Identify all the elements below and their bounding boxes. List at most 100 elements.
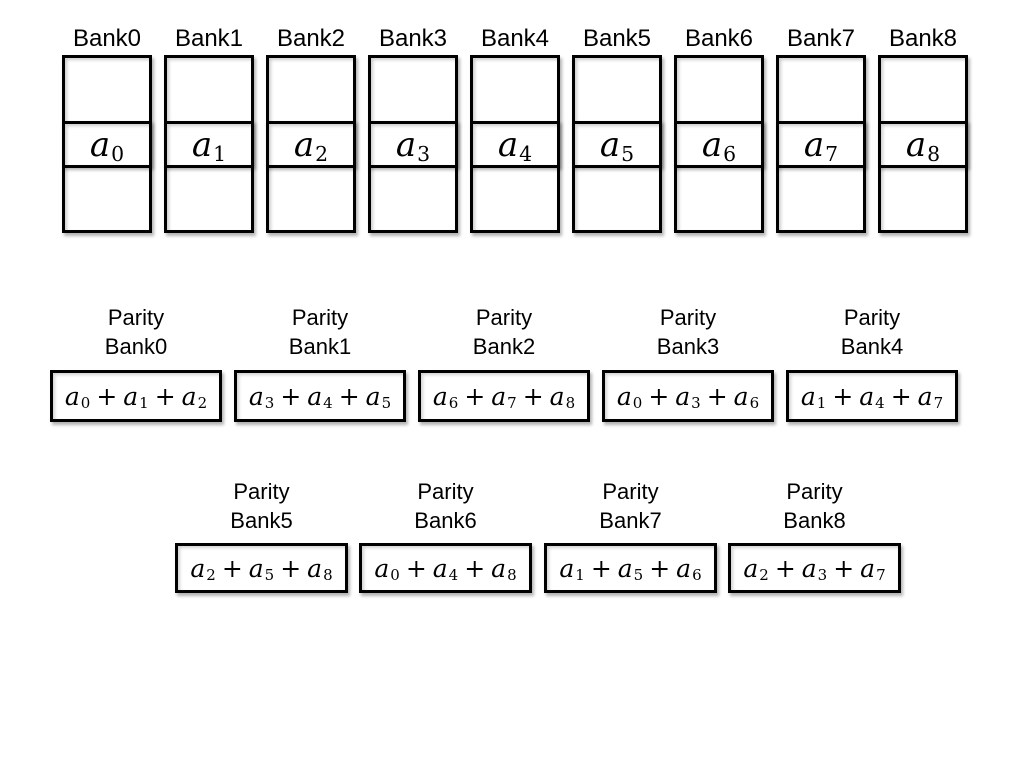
bank-box: a7: [776, 55, 866, 233]
math-base: a: [675, 381, 691, 411]
memory-bank: Bank4 a4: [470, 0, 560, 240]
plus-operator: +: [833, 553, 855, 583]
math-base: a: [617, 553, 633, 583]
parity-sum-expression: a1+a4+a7: [800, 381, 943, 413]
parity-box: a0+a4+a8: [359, 543, 532, 593]
plus-operator: +: [338, 381, 360, 411]
bank-label: Bank8: [888, 25, 958, 52]
parity-bank: Parity Bank8 a2+a3+a7: [728, 0, 901, 593]
bank-value-term: a7: [803, 124, 838, 166]
bank-label: Bank6: [684, 25, 754, 52]
math-subscript: 7: [507, 394, 517, 413]
math-subscript: 0: [390, 566, 400, 585]
math-subscript: 4: [519, 141, 533, 166]
parity-label-line1: Parity: [107, 305, 165, 330]
parity-label-line1: Parity: [659, 305, 717, 330]
math-subscript: 2: [315, 141, 329, 166]
parity-bank: Parity Bank1 a3+a4+a5: [234, 0, 406, 422]
bank-box: a1: [164, 55, 254, 233]
math-subscript: 6: [749, 394, 760, 413]
plus-operator: +: [522, 381, 544, 411]
bank-cell-value: a3: [368, 121, 458, 168]
math-base: a: [248, 381, 264, 411]
math-base: a: [374, 553, 390, 583]
parity-bank: Parity Bank5 a2+a5+a8: [175, 0, 348, 593]
memory-bank: Bank5 a5: [572, 0, 662, 240]
math-base: a: [365, 381, 381, 411]
math-base: a: [599, 124, 621, 165]
plus-operator: +: [774, 553, 796, 583]
math-subscript: 6: [723, 141, 737, 166]
math-base: a: [432, 381, 448, 411]
parity-bank-label: Parity Bank1: [234, 303, 406, 361]
parity-label-line1: Parity: [291, 305, 349, 330]
bank-label: Bank4: [480, 25, 550, 52]
parity-bank-label: Parity Bank5: [175, 477, 348, 535]
math-subscript: 3: [691, 394, 701, 413]
bank-label: Bank3: [378, 25, 448, 52]
bank-cell-value: a6: [674, 121, 764, 168]
parity-bank-label: Parity Bank4: [786, 303, 958, 361]
bank-box: a2: [266, 55, 356, 233]
math-subscript: 5: [633, 566, 644, 585]
math-subscript: 4: [448, 566, 459, 585]
memory-bank: Bank7 a7: [776, 0, 866, 240]
parity-label-line1: Parity: [843, 305, 901, 330]
math-subscript: 0: [80, 394, 91, 413]
math-base: a: [293, 124, 315, 165]
parity-label-line2: Bank2: [472, 334, 536, 359]
bank-cell-value: a0: [62, 121, 152, 168]
math-base: a: [181, 381, 197, 411]
parity-box: a0+a1+a2: [50, 370, 222, 422]
math-base: a: [800, 381, 816, 411]
memory-bank: Bank3 a3: [368, 0, 458, 240]
math-subscript: 7: [876, 566, 886, 585]
bank-value-term: a3: [395, 124, 431, 166]
math-base: a: [395, 124, 417, 165]
parity-label-line2: Bank4: [840, 334, 904, 359]
bank-value-term: a1: [192, 125, 226, 166]
bank-cell-value: a1: [164, 121, 254, 168]
bank-value-term: a6: [701, 124, 737, 166]
math-subscript: 0: [111, 141, 125, 166]
memory-bank: Bank0 a0: [62, 0, 152, 240]
parity-label-line2: Bank0: [104, 334, 168, 359]
plus-operator: +: [649, 553, 671, 583]
parity-sum-expression: a1+a5+a6: [559, 553, 701, 585]
math-subscript: 3: [417, 141, 431, 166]
math-base: a: [559, 553, 575, 583]
parity-sum-expression: a6+a7+a8: [432, 381, 576, 413]
math-base: a: [701, 124, 723, 165]
bank-cell-value: a7: [776, 121, 866, 168]
plus-operator: +: [832, 381, 854, 411]
math-subscript: 8: [565, 394, 576, 413]
parity-label-line2: Bank3: [656, 334, 720, 359]
math-subscript: 5: [264, 566, 275, 585]
parity-bank-label: Parity Bank2: [418, 303, 590, 361]
math-base: a: [190, 553, 206, 583]
parity-bank-label: Parity Bank8: [728, 477, 901, 535]
plus-operator: +: [154, 381, 176, 411]
parity-bank: Parity Bank7 a1+a5+a6: [544, 0, 717, 593]
bank-value-term: a4: [498, 125, 533, 166]
math-subscript: 1: [816, 394, 827, 413]
math-subscript: 1: [575, 566, 585, 585]
bank-box: a3: [368, 55, 458, 233]
bank-box: a5: [572, 55, 662, 233]
parity-bank-label: Parity Bank3: [602, 303, 774, 361]
bank-box: a0: [62, 55, 152, 233]
memory-bank: Bank8 a8: [878, 0, 968, 240]
plus-operator: +: [706, 381, 728, 411]
parity-label-line1: Parity: [786, 479, 843, 504]
parity-bank-label: Parity Bank0: [50, 303, 222, 361]
math-subscript: 2: [759, 566, 769, 585]
math-subscript: 0: [632, 394, 643, 413]
math-subscript: 2: [197, 394, 208, 413]
math-base: a: [803, 124, 825, 165]
plus-operator: +: [464, 553, 486, 583]
parity-label-line2: Bank5: [230, 508, 293, 533]
bank-label: Bank0: [72, 25, 142, 52]
math-base: a: [491, 381, 507, 411]
math-base: a: [859, 381, 875, 411]
